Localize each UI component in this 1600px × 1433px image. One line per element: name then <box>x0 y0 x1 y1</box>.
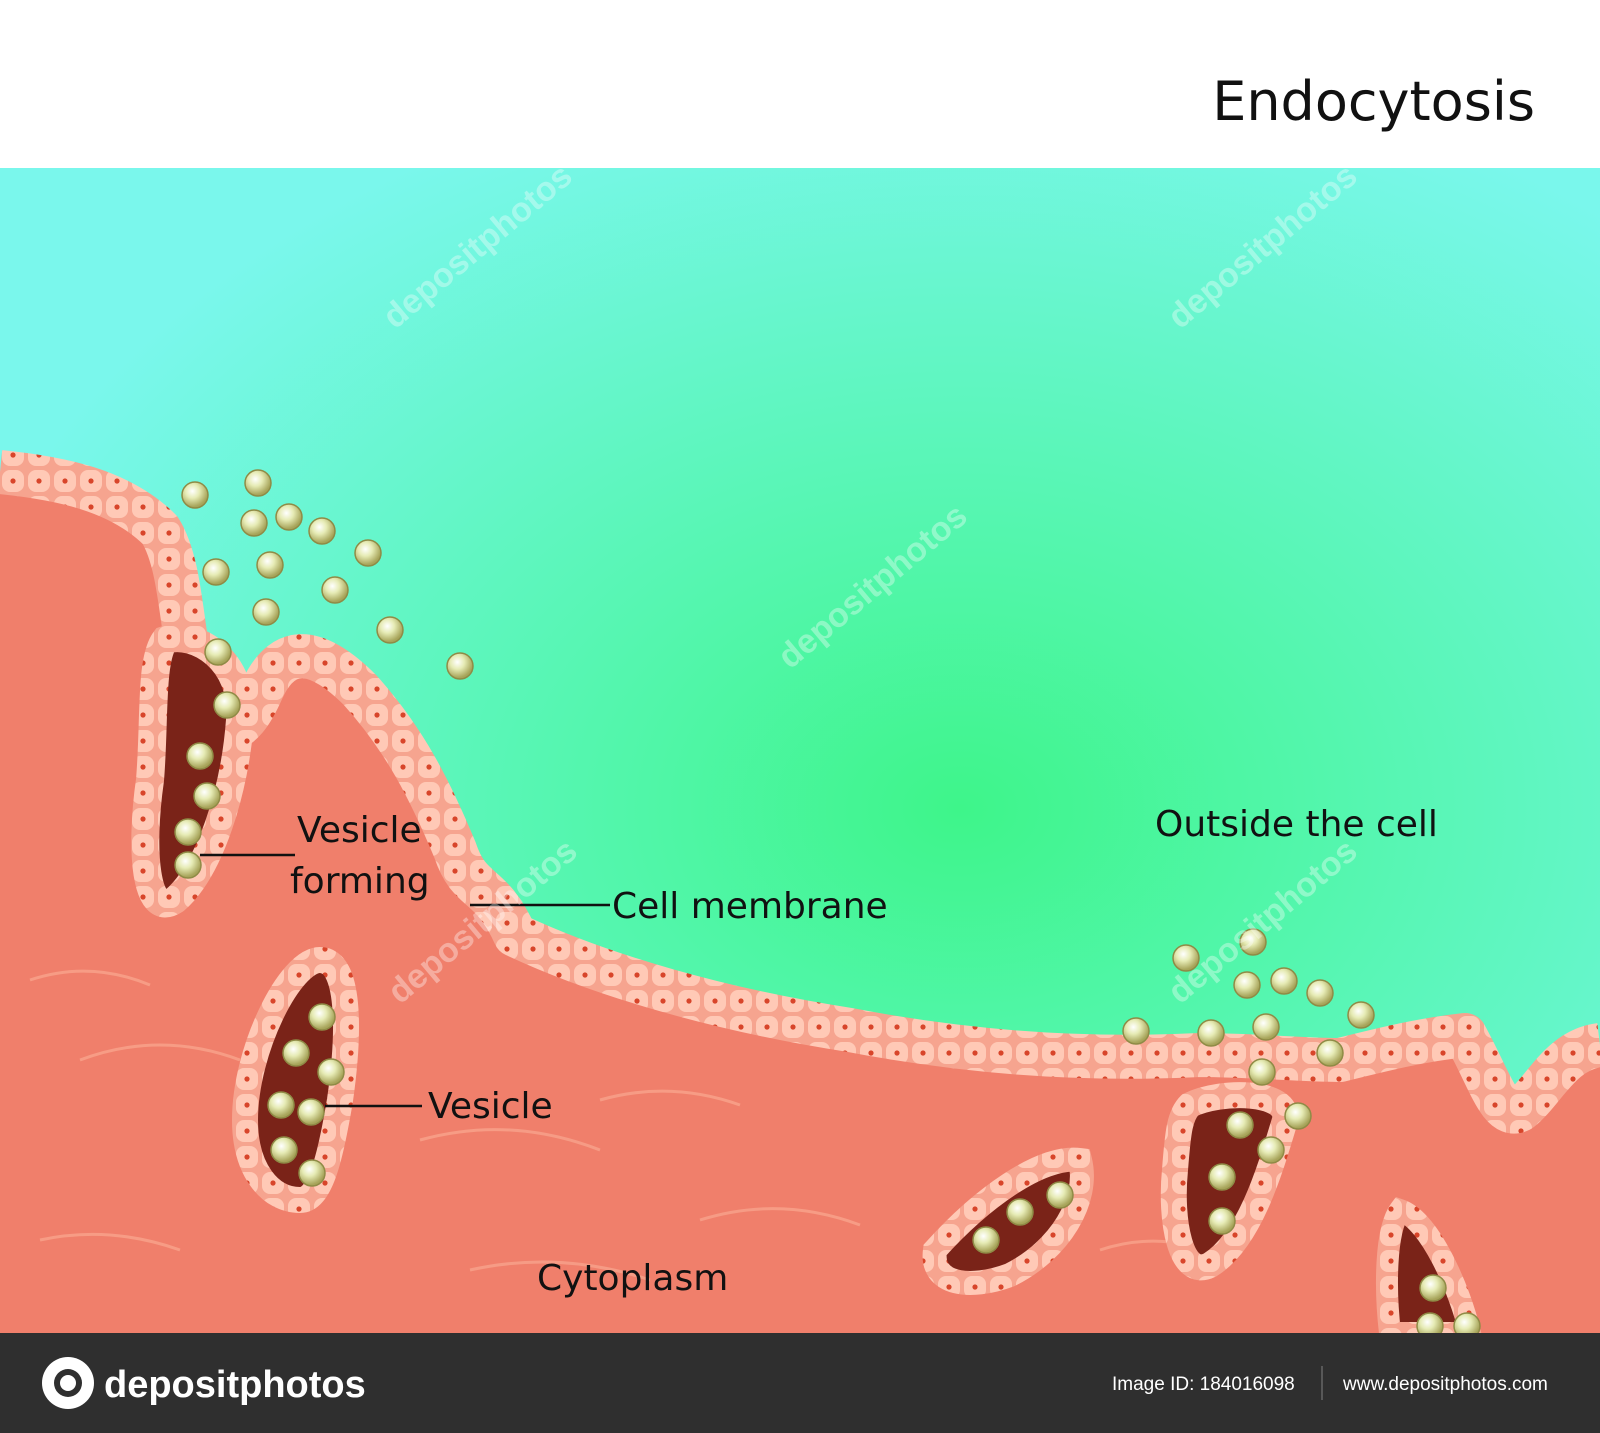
footer-image-id: Image ID: 184016098 <box>1112 1374 1295 1395</box>
particle <box>1348 1002 1374 1028</box>
particle <box>182 482 208 508</box>
camera-logo-icon <box>42 1357 94 1409</box>
particle <box>1249 1059 1275 1085</box>
label-cell-membrane: Cell membrane <box>612 886 888 927</box>
particle <box>1007 1199 1033 1225</box>
particle <box>253 599 279 625</box>
particle <box>187 743 213 769</box>
particle <box>276 504 302 530</box>
particle <box>1307 980 1333 1006</box>
particle <box>1317 1040 1343 1066</box>
particle <box>309 1004 335 1030</box>
particle <box>1285 1103 1311 1129</box>
particle <box>283 1040 309 1066</box>
particle <box>214 692 240 718</box>
particle <box>268 1092 294 1118</box>
particle <box>1234 972 1260 998</box>
particle <box>355 540 381 566</box>
particle <box>241 510 267 536</box>
particle <box>257 552 283 578</box>
particle <box>318 1059 344 1085</box>
particle <box>299 1160 325 1186</box>
particle <box>1198 1020 1224 1046</box>
particle <box>194 783 220 809</box>
particle <box>1420 1275 1446 1301</box>
particle <box>203 559 229 585</box>
footer-brand: depositphotos <box>104 1364 366 1406</box>
particle <box>1271 968 1297 994</box>
particle <box>1123 1018 1149 1044</box>
particle <box>175 819 201 845</box>
page-title: Endocytosis <box>1212 70 1535 133</box>
particle <box>205 639 231 665</box>
label-outside-the-cell: Outside the cell <box>1155 804 1438 845</box>
particle <box>1209 1208 1235 1234</box>
particle <box>447 653 473 679</box>
particle <box>271 1137 297 1163</box>
particle <box>245 470 271 496</box>
particle <box>322 577 348 603</box>
particle <box>1047 1182 1073 1208</box>
particle <box>1258 1137 1284 1163</box>
particle <box>309 518 335 544</box>
particle <box>377 617 403 643</box>
label-vesicle-forming-2: forming <box>290 861 430 902</box>
particle <box>175 852 201 878</box>
footer-url: www.depositphotos.com <box>1342 1374 1548 1395</box>
label-cytoplasm: Cytoplasm <box>537 1258 728 1299</box>
particle <box>1227 1112 1253 1138</box>
particle <box>973 1227 999 1253</box>
particle <box>298 1099 324 1125</box>
label-vesicle-forming-1: Vesicle <box>297 810 422 851</box>
particle <box>1253 1014 1279 1040</box>
particle <box>1209 1164 1235 1190</box>
label-vesicle: Vesicle <box>428 1086 553 1127</box>
